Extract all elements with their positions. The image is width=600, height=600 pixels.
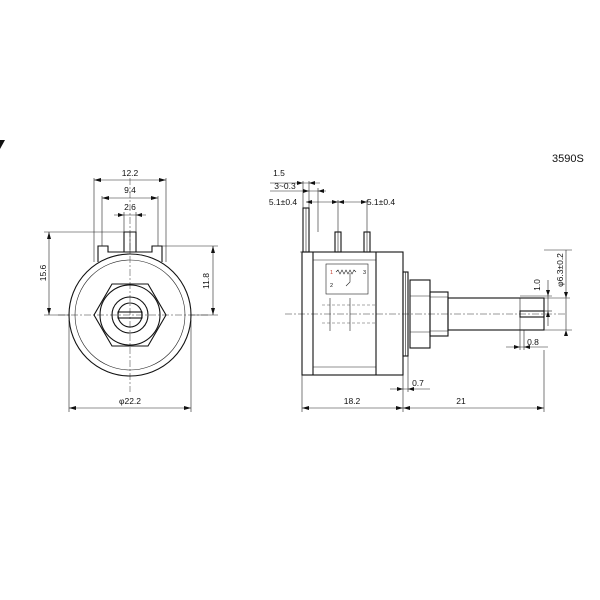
corner-mark bbox=[0, 140, 5, 149]
svg-text:5.1±0.4: 5.1±0.4 bbox=[367, 197, 396, 207]
dim-side-pin-left: 5.1±0.4 bbox=[269, 197, 339, 232]
front-bushing bbox=[111, 296, 149, 334]
dim-side-top-1: 1.5 bbox=[270, 168, 320, 208]
dim-side-top-2: 3~0.3 bbox=[270, 181, 326, 232]
svg-text:3: 3 bbox=[363, 270, 366, 276]
dim-front-diameter: φ22.2 bbox=[68, 320, 192, 412]
front-hex-nut bbox=[93, 283, 167, 347]
dim-front-width-mid: 9.4 bbox=[101, 185, 159, 246]
svg-text:0.7: 0.7 bbox=[412, 378, 424, 388]
dim-front-height-left: 15.6 bbox=[38, 231, 124, 316]
svg-text:11.8: 11.8 bbox=[201, 273, 211, 289]
svg-text:1.5: 1.5 bbox=[273, 168, 285, 178]
svg-text:1: 1 bbox=[330, 270, 333, 276]
svg-text:2: 2 bbox=[330, 283, 333, 289]
front-shaft-slot bbox=[117, 311, 143, 319]
svg-text:1.0: 1.0 bbox=[532, 279, 542, 291]
dim-side-pin-right: 5.1±0.4 bbox=[338, 197, 395, 232]
side-body-outline bbox=[301, 251, 404, 376]
dim-front-width-key: 2.6 bbox=[114, 202, 146, 232]
svg-text:5.1±0.4: 5.1±0.4 bbox=[269, 197, 298, 207]
svg-text:φ22.2: φ22.2 bbox=[119, 396, 141, 406]
front-view: 12.2 9.4 2.6 15.6 bbox=[38, 168, 218, 412]
model-label: 3590S bbox=[552, 153, 584, 165]
svg-text:15.6: 15.6 bbox=[38, 264, 48, 281]
dim-side-shaft-diameter: φ6.3±0.2 bbox=[544, 249, 572, 336]
svg-text:9.4: 9.4 bbox=[124, 185, 136, 195]
svg-text:0.8: 0.8 bbox=[527, 337, 539, 347]
dim-side-shaft-length: 21 bbox=[403, 350, 545, 412]
dim-side-slot-depth: 1.0 bbox=[520, 279, 552, 326]
dim-side-slot-width: 0.8 bbox=[506, 330, 548, 350]
svg-text:2.6: 2.6 bbox=[124, 202, 136, 212]
svg-text:12.2: 12.2 bbox=[122, 168, 139, 178]
dim-front-height-right: 11.8 bbox=[162, 245, 218, 316]
side-view: 1 2 3 bbox=[269, 168, 572, 412]
side-shaft-slot bbox=[519, 310, 545, 318]
svg-text:21: 21 bbox=[456, 396, 466, 406]
front-washer bbox=[99, 284, 161, 346]
side-wiper-schematic: 1 2 3 bbox=[325, 263, 369, 295]
dim-side-body-length: 18.2 bbox=[301, 375, 404, 412]
svg-text:φ6.3±0.2: φ6.3±0.2 bbox=[555, 253, 565, 287]
dim-front-width-top: 12.2 bbox=[93, 168, 167, 262]
svg-text:18.2: 18.2 bbox=[344, 396, 361, 406]
dim-side-gap: 0.7 bbox=[390, 356, 430, 392]
svg-text:3~0.3: 3~0.3 bbox=[274, 181, 296, 191]
front-body-inner-ring bbox=[74, 259, 186, 371]
